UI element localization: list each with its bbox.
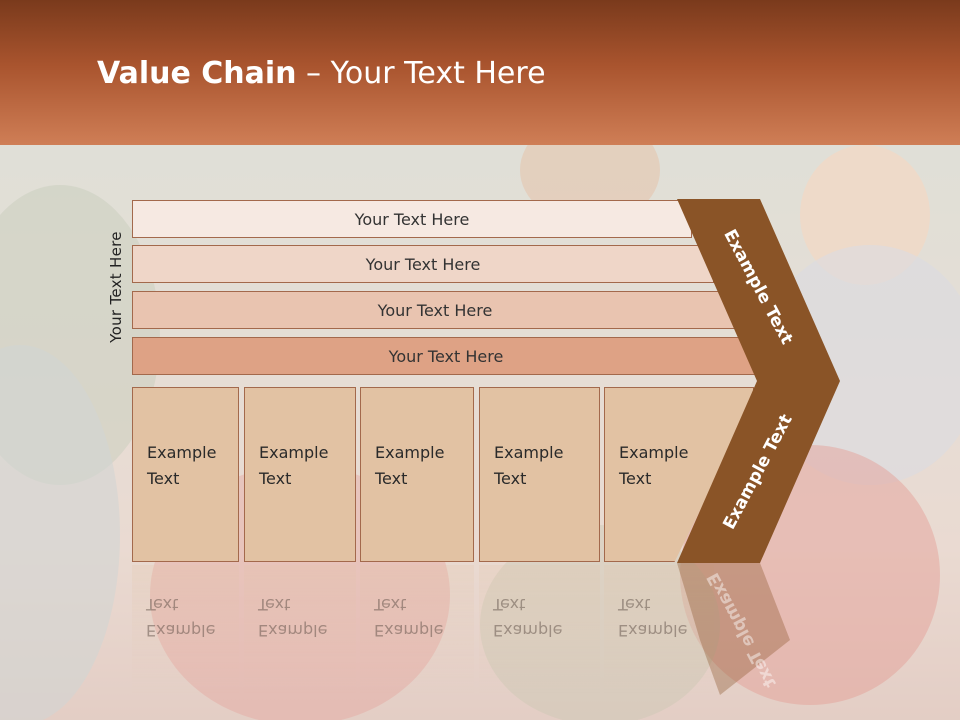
slide-title: Value Chain – Your Text Here (97, 56, 546, 91)
chevron-shape (677, 199, 840, 563)
bar-2: Your Text Here (132, 245, 714, 283)
title-bar (0, 0, 960, 145)
chevron-reflection (677, 563, 790, 695)
background-photo (0, 145, 960, 720)
bar-4: Your Text Here (132, 337, 760, 375)
bar-3: Your Text Here (132, 291, 738, 329)
bar-1: Your Text Here (132, 200, 692, 238)
